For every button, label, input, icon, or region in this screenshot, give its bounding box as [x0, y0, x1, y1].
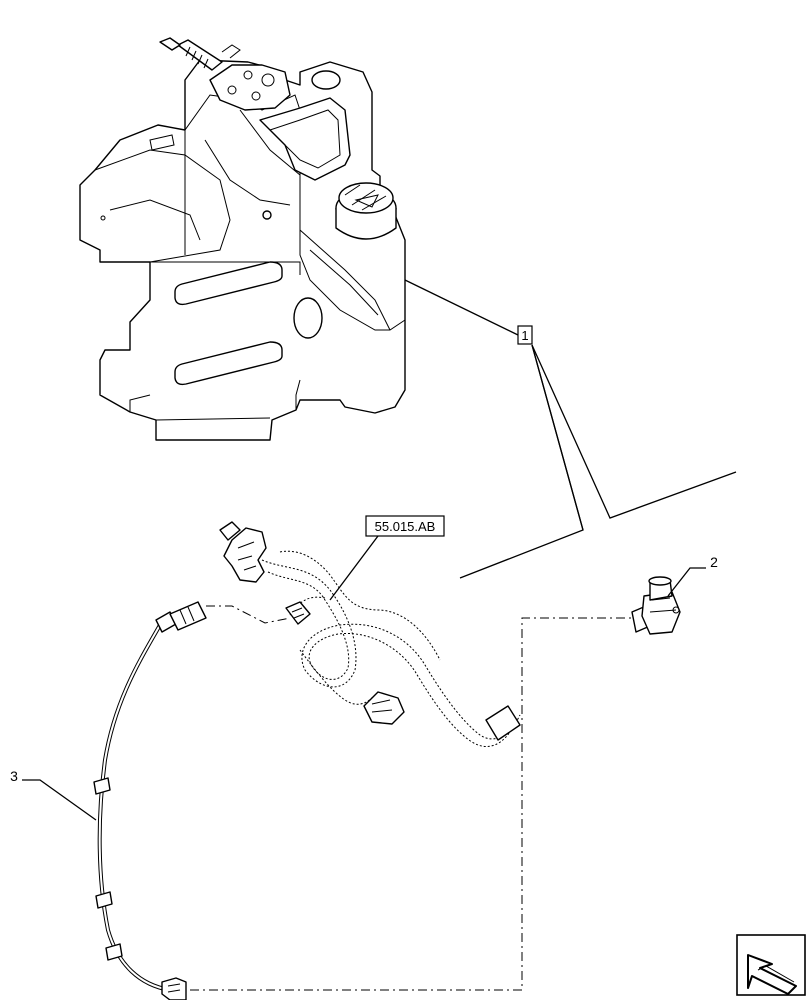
- reservoir-tank[interactable]: [79, 37, 406, 441]
- callout-reference: 55.015.AB: [365, 515, 445, 537]
- callout-2-label: 2: [710, 554, 718, 570]
- connection-line-sensor: [190, 617, 632, 991]
- sensor-cable[interactable]: [93, 601, 207, 1000]
- leader-lines: [22, 279, 737, 821]
- callout-1-label: 1: [521, 328, 528, 343]
- callout-3-label: 3: [10, 768, 18, 784]
- callout-1: 1: [517, 325, 533, 345]
- reference-label: 55.015.AB: [375, 519, 436, 534]
- main-wiring-harness[interactable]: [219, 521, 521, 747]
- level-sensor[interactable]: [631, 576, 681, 635]
- arrow-icon[interactable]: [736, 934, 806, 996]
- connection-line-harness: [206, 605, 291, 624]
